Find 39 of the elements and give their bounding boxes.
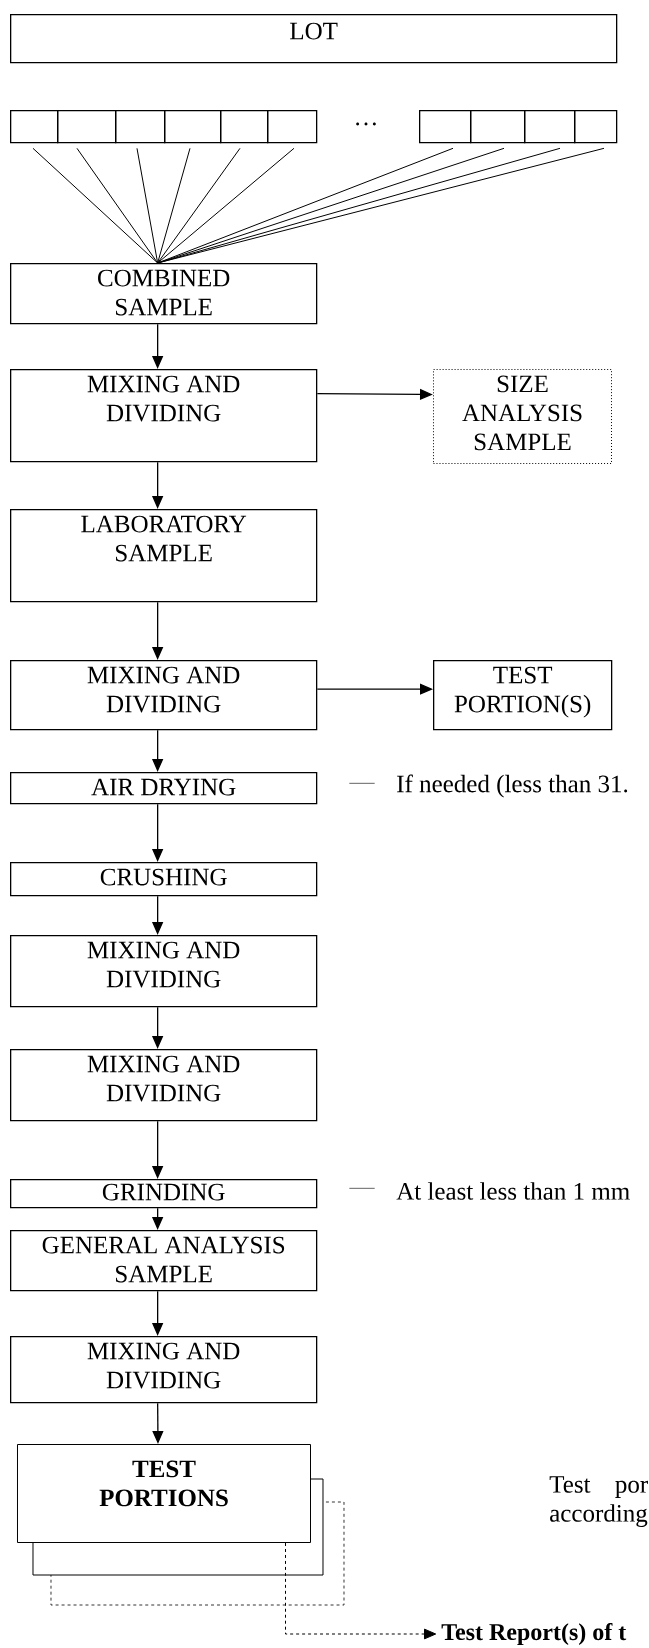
note-text: Test por according <box>549 1476 648 1527</box>
fan-line <box>157 147 295 264</box>
increment-box <box>574 110 618 144</box>
increment-box <box>164 110 222 144</box>
dash-symbol: — <box>349 1187 375 1190</box>
note-text: At least less than 1 mm <box>396 1182 630 1200</box>
process-box: MIXING AND DIVIDING <box>10 1049 318 1122</box>
process-box: MIXING AND DIVIDING <box>10 1336 318 1404</box>
increment-box <box>419 110 472 144</box>
increment-box <box>470 110 526 144</box>
fan-line <box>136 147 159 264</box>
increment-box <box>267 110 318 144</box>
fan-line <box>32 147 159 264</box>
process-box: GENERAL ANALYSIS SAMPLE <box>10 1230 318 1292</box>
process-box: TEST PORTION(S) <box>433 660 613 731</box>
fan-line <box>157 147 191 264</box>
process-box: LOT <box>10 14 618 64</box>
process-box: MIXING AND DIVIDING <box>10 935 318 1008</box>
process-box: CRUSHING <box>10 862 318 897</box>
report-text: Test Report(s) of t <box>441 1623 627 1645</box>
process-box: GRINDING <box>10 1179 318 1209</box>
increment-box <box>57 110 117 144</box>
process-box: LABORATORY SAMPLE <box>10 509 318 603</box>
process-box: TEST PORTIONS <box>17 1444 311 1543</box>
fan-line <box>76 147 159 264</box>
note-text: If needed (less than 31. <box>397 774 628 798</box>
increment-box <box>524 110 576 144</box>
process-box: AIR DRYING <box>10 772 318 805</box>
dashed-arrow <box>285 1542 437 1640</box>
output-box: SIZE ANALYSIS SAMPLE <box>433 369 612 464</box>
process-box: MIXING AND DIVIDING <box>10 660 318 731</box>
increment-box <box>115 110 166 144</box>
ellipsis: … <box>356 122 376 126</box>
fan-line <box>157 147 241 264</box>
increment-box <box>10 110 59 144</box>
process-box: COMBINED SAMPLE <box>10 263 318 325</box>
increment-box <box>220 110 269 144</box>
dash-symbol: — <box>349 782 375 785</box>
process-box: MIXING AND DIVIDING <box>10 369 318 463</box>
